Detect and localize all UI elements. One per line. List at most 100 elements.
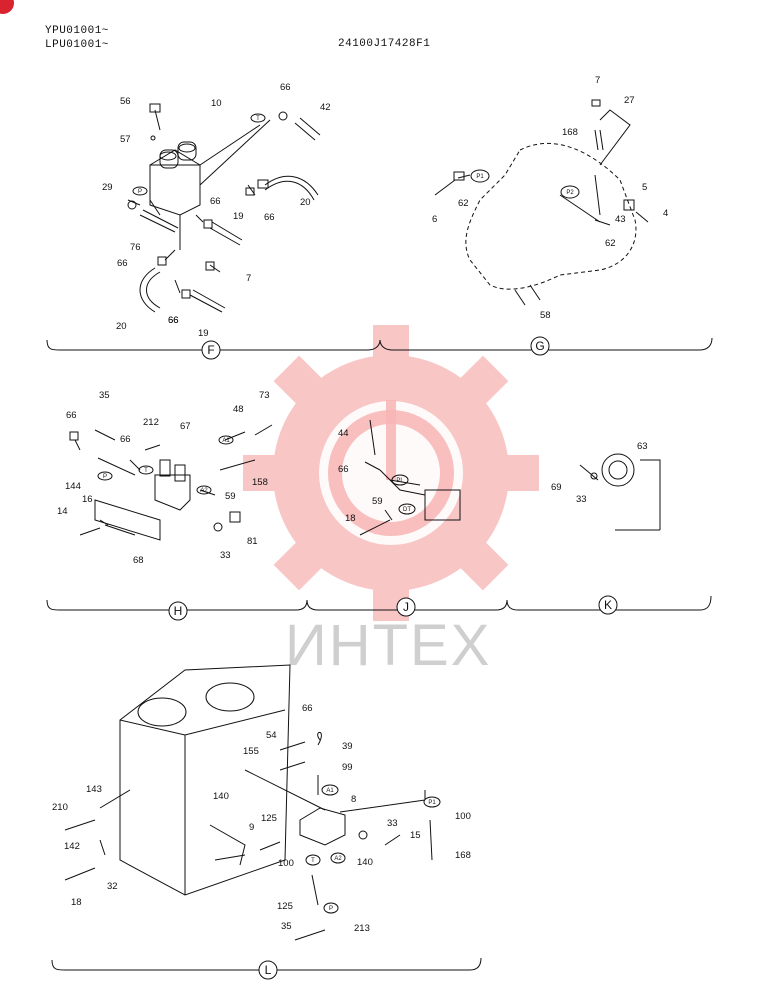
port-tag: A1 <box>326 788 334 794</box>
port-tag: A2 <box>200 488 208 494</box>
callout: 68 <box>133 555 144 566</box>
section-g-parts <box>434 99 649 306</box>
callout: 44 <box>338 428 349 439</box>
callout: 6 <box>432 214 437 225</box>
callout: 35 <box>99 390 110 401</box>
callout: 18 <box>71 897 82 908</box>
callout: 76 <box>130 242 141 253</box>
callout: 59 <box>372 496 383 507</box>
callout: 66 <box>280 82 291 93</box>
section-label-f: F <box>201 340 221 360</box>
callout: 140 <box>213 791 229 802</box>
callout: 62 <box>605 238 616 249</box>
port-tag: P <box>103 474 107 480</box>
callout: 7 <box>595 75 600 86</box>
port-tag: P <box>329 906 333 912</box>
section-f-g-bracket <box>46 337 713 351</box>
port-tag: DT <box>403 507 411 513</box>
callout: 100 <box>455 811 471 822</box>
section-f-text: F <box>207 343 214 357</box>
port-tag: P1 <box>476 174 484 180</box>
document-code: 24100J17428F1 <box>338 38 431 50</box>
callout: 20 <box>300 197 311 208</box>
serial-line-1: YPU01001~ <box>45 25 109 37</box>
callout: 4 <box>663 208 668 219</box>
callout: 9 <box>249 822 254 833</box>
callout: 32 <box>107 881 118 892</box>
callout: 66 <box>168 315 179 326</box>
section-h-text: H <box>174 604 183 618</box>
callout: 58 <box>540 310 551 321</box>
callout: 29 <box>102 182 113 193</box>
callout: 56 <box>120 96 131 107</box>
port-tag: P2 <box>566 190 574 196</box>
section-g-text: G <box>535 339 544 353</box>
callout: 155 <box>243 746 259 757</box>
callout: 66 <box>168 315 179 326</box>
port-tag: P1 <box>428 800 436 806</box>
port-tag: A1 <box>222 438 230 444</box>
port-tag: T <box>144 468 148 474</box>
callout: 73 <box>259 390 270 401</box>
callout: 66 <box>66 410 77 421</box>
callout: 15 <box>410 830 421 841</box>
callout: 100 <box>278 858 294 869</box>
port-tag: T <box>311 858 315 864</box>
callout: 16 <box>82 494 93 505</box>
section-label-j: J <box>396 597 416 617</box>
callout: 66 <box>210 196 221 207</box>
callout: 212 <box>143 417 159 428</box>
section-label-h: H <box>168 601 188 621</box>
section-j-text: J <box>403 600 409 614</box>
callout: 35 <box>281 921 292 932</box>
callout: 144 <box>65 481 81 492</box>
callout: 57 <box>120 134 131 145</box>
section-j-drawing <box>359 419 461 536</box>
callout: 213 <box>354 923 370 934</box>
section-k-drawing <box>579 453 661 531</box>
port-tag: P <box>138 189 142 195</box>
callout: 142 <box>64 841 80 852</box>
callout: 39 <box>342 741 353 752</box>
callout: 42 <box>320 102 331 113</box>
callout: 99 <box>342 762 353 773</box>
callout: 125 <box>277 901 293 912</box>
callout: 66 <box>302 703 313 714</box>
callout: 48 <box>233 404 244 415</box>
callout: 59 <box>225 491 236 502</box>
callout: 18 <box>345 513 356 524</box>
callout: 5 <box>642 182 647 193</box>
callout: 210 <box>52 802 68 813</box>
callout: 19 <box>233 211 244 222</box>
callout: 10 <box>211 98 222 109</box>
callout: 20 <box>116 321 127 332</box>
section-label-k: K <box>598 595 618 615</box>
callout: 140 <box>357 857 373 868</box>
callout: 27 <box>624 95 635 106</box>
serial-line-2: LPU01001~ <box>45 39 109 51</box>
callout: 33 <box>387 818 398 829</box>
section-k-text: K <box>604 598 612 612</box>
callout: 168 <box>562 127 578 138</box>
callout: 158 <box>252 477 268 488</box>
callout: 69 <box>551 482 562 493</box>
watermark-text: ИНТЕХ <box>285 613 492 678</box>
callout: 14 <box>57 506 68 517</box>
section-label-l: L <box>258 960 278 980</box>
callout: 66 <box>120 434 131 445</box>
callout: 67 <box>180 421 191 432</box>
callout: 168 <box>455 850 471 861</box>
callout: 62 <box>458 198 469 209</box>
callout: 63 <box>637 441 648 452</box>
callout: 143 <box>86 784 102 795</box>
port-tag: T <box>256 116 260 122</box>
corner-marker <box>0 0 14 14</box>
section-l-text: L <box>265 963 272 977</box>
callout: 54 <box>266 730 277 741</box>
section-h-drawing <box>69 424 273 541</box>
callout: 66 <box>117 258 128 269</box>
section-f-drawing <box>127 103 321 313</box>
callout: 125 <box>261 813 277 824</box>
